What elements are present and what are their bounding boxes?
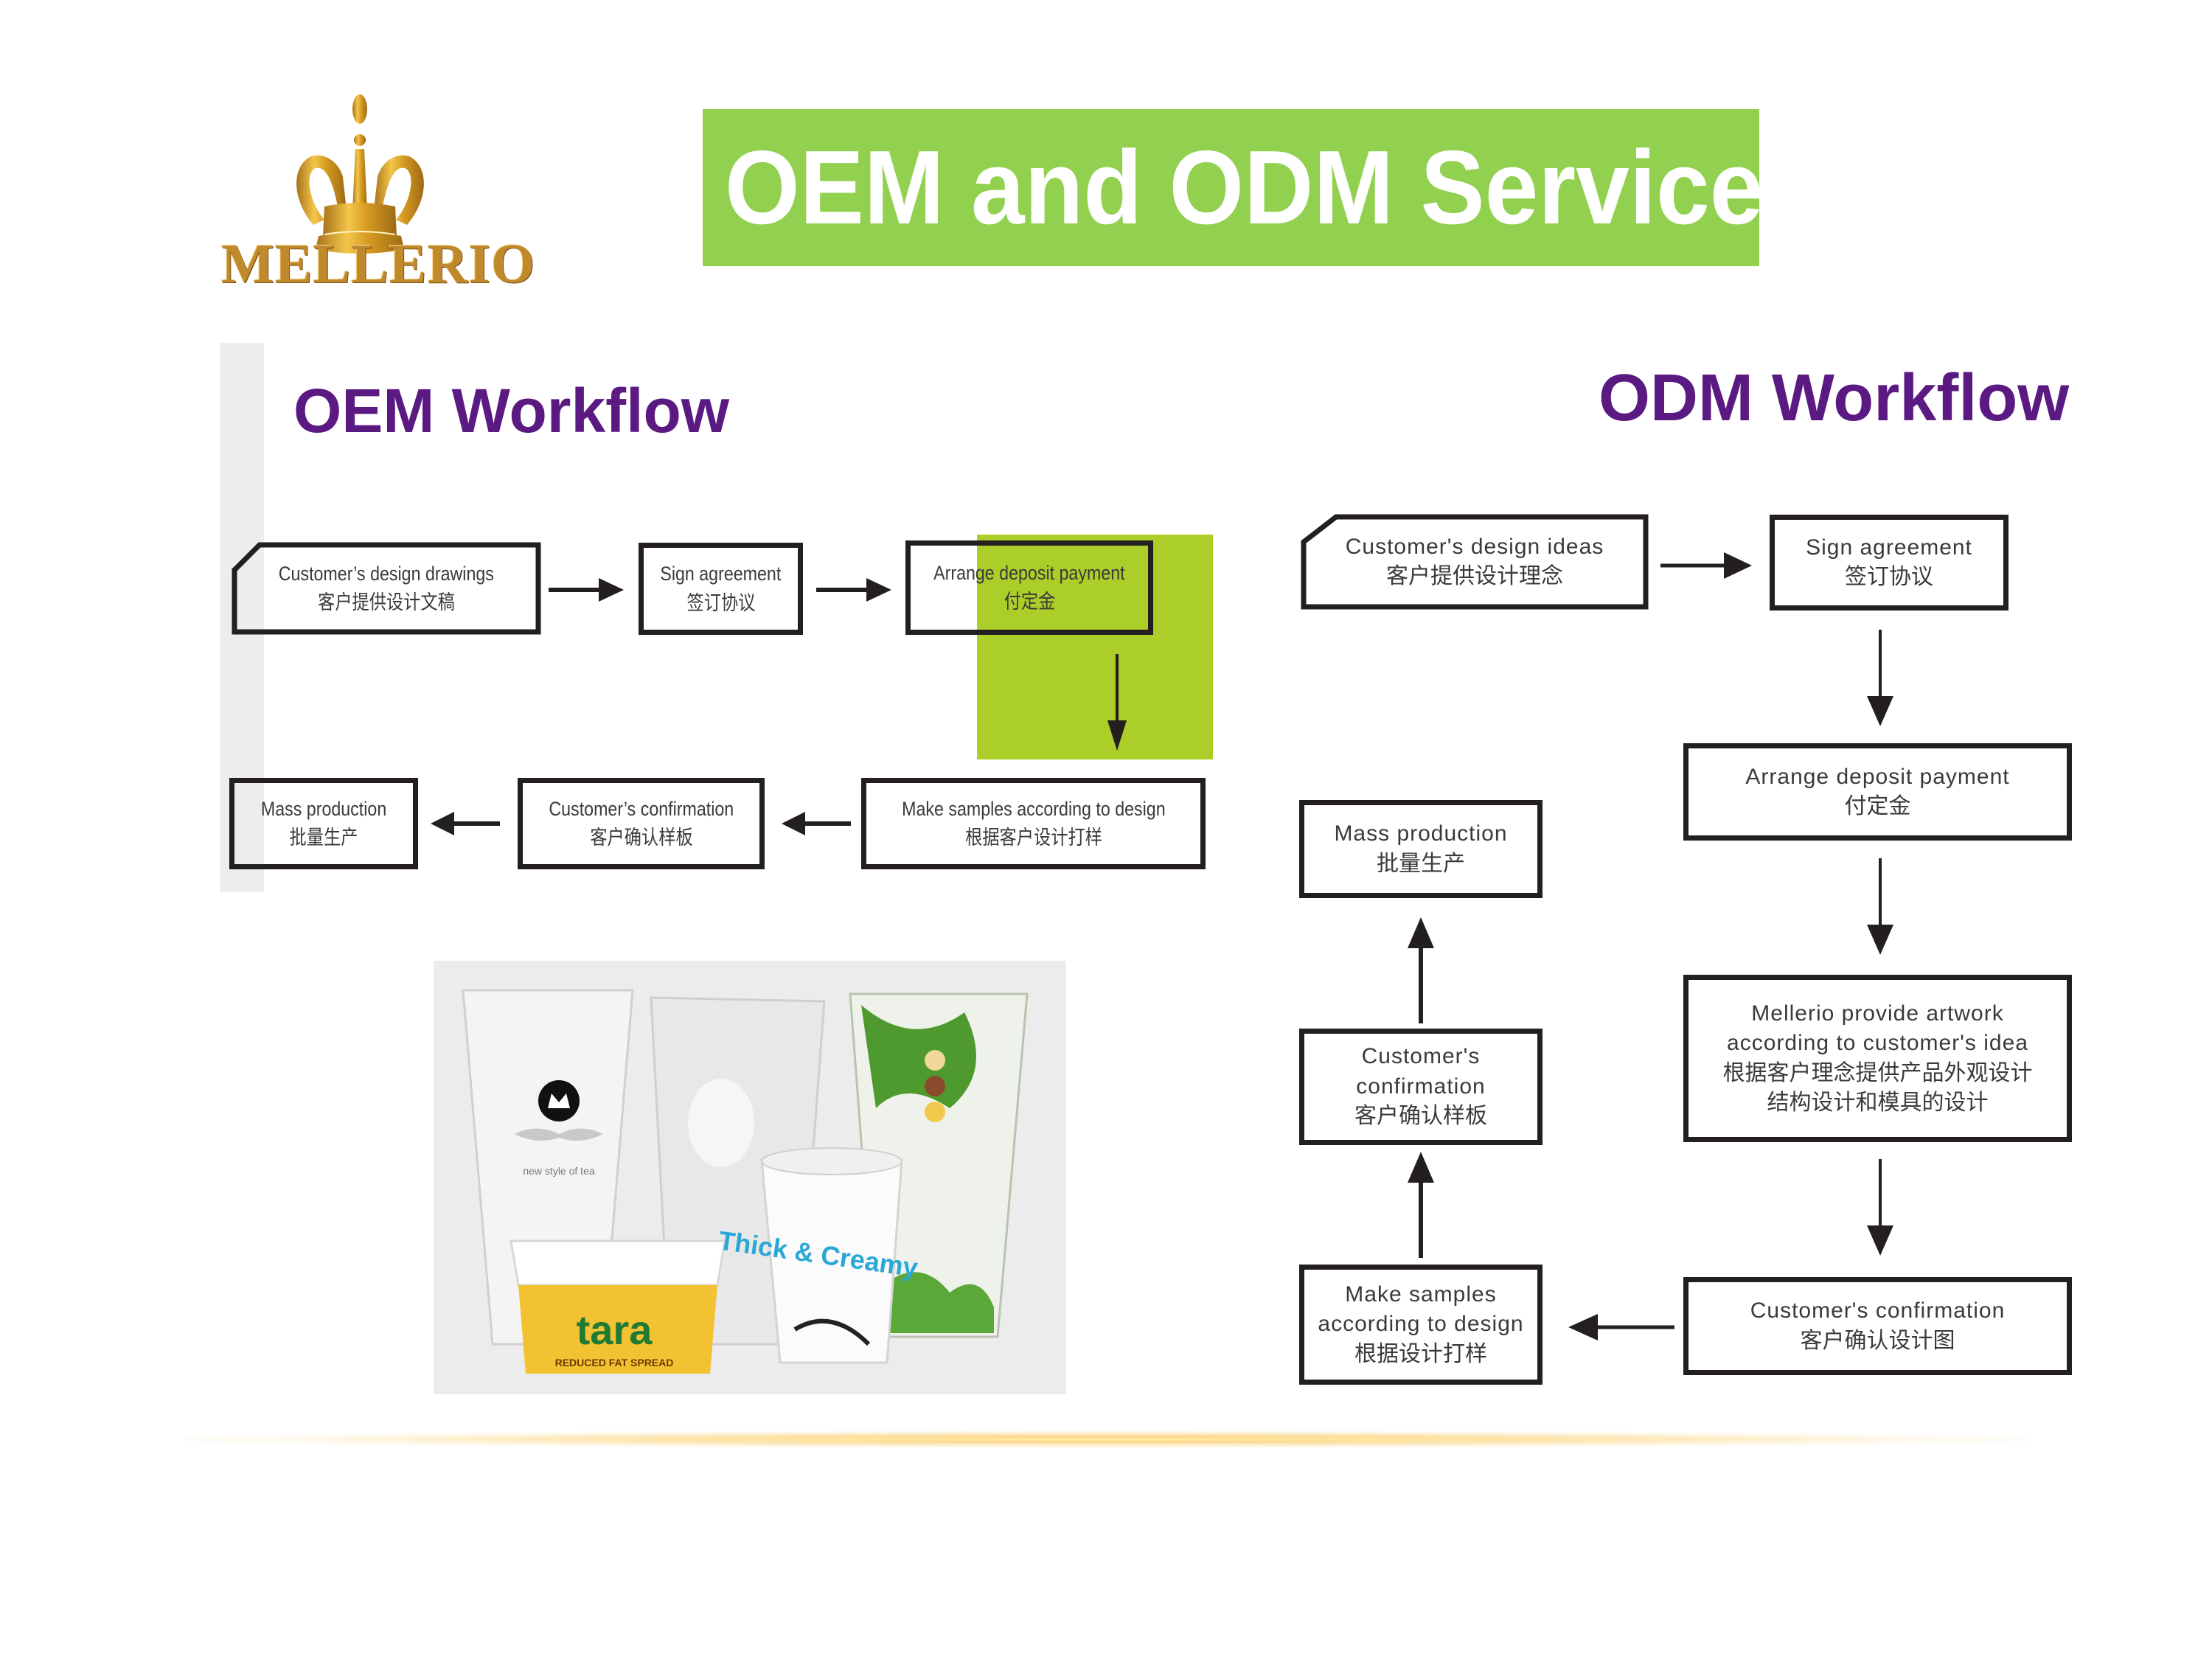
- step-label-zh-line1: 根据客户理念提供产品外观设计: [1722, 1060, 2033, 1085]
- step-label-en: Arrange deposit payment: [1745, 764, 2010, 789]
- step-label-zh: 客户提供设计文稿: [318, 591, 455, 613]
- oem-workflow-title: OEM Workflow: [293, 376, 730, 445]
- product-photo: new style of tea tara REDUCED FAT SPREAD…: [434, 961, 1066, 1394]
- step-label-en-line2: according to customer's idea: [1727, 1031, 2028, 1055]
- odm-step-mass-production: Mass production 批量生产: [1299, 800, 1543, 898]
- arrow-left-icon: [1568, 1314, 1674, 1340]
- brand-name: MELLERIO: [221, 233, 536, 295]
- oem-step-customer-design-drawings: Customer’s design drawings 客户提供设计文稿: [232, 542, 541, 635]
- step-label-en: Customer’s design drawings: [278, 562, 495, 585]
- product-illustration: new style of tea tara REDUCED FAT SPREAD…: [462, 989, 1029, 1374]
- odm-step-customer-confirmation-design: Customer's confirmation 客户确认设计图: [1683, 1277, 2072, 1375]
- oem-side-strip: [220, 343, 264, 892]
- step-label-zh: 客户确认样板: [589, 827, 693, 849]
- step-label-zh: 根据客户设计打样: [964, 827, 1102, 849]
- arrow-up-icon: [1408, 917, 1434, 1023]
- step-label-zh: 付定金: [1844, 794, 1911, 818]
- step-label-en: Mass production: [1334, 821, 1508, 846]
- arrow-left-icon: [782, 812, 851, 835]
- step-label-zh: 客户提供设计理念: [1386, 564, 1563, 588]
- step-label-zh: 客户确认设计图: [1800, 1328, 1955, 1353]
- arrow-right-icon: [549, 578, 624, 602]
- crown-icon: [296, 94, 424, 254]
- step-label-en: Mass production: [260, 797, 387, 820]
- arrow-left-icon: [431, 812, 500, 835]
- oem-step-customer-confirmation: Customer’s confirmation 客户确认样板: [518, 778, 765, 869]
- step-label-zh: 签订协议: [1845, 565, 1933, 589]
- step-label-en: Make samples according to design: [901, 797, 1166, 820]
- step-label-en: Sign agreement: [1806, 535, 1972, 560]
- arrow-down-icon: [1867, 630, 1893, 726]
- odm-step-customer-confirmation-samples: Customer's confirmation 客户确认样板: [1299, 1029, 1543, 1145]
- odm-step-sign-agreement: Sign agreement 签订协议: [1770, 515, 2008, 611]
- title-banner: OEM and ODM Service: [703, 109, 1763, 266]
- arrow-up-icon: [1408, 1152, 1434, 1258]
- arrow-right-icon: [1660, 552, 1752, 579]
- tub-subtitle: REDUCED FAT SPREAD: [555, 1357, 674, 1368]
- accent-block: [977, 535, 1213, 759]
- step-label-en: Sign agreement: [660, 563, 782, 585]
- step-label-en: Customer's confirmation: [1750, 1298, 2006, 1323]
- cup-text: new style of tea: [523, 1165, 594, 1177]
- odm-workflow-title: ODM Workflow: [1599, 361, 2070, 435]
- step-label-en: Customer's design ideas: [1345, 534, 1604, 559]
- step-label-en: Customer’s confirmation: [549, 797, 734, 820]
- odm-step-make-samples: Make samples according to design 根据设计打样: [1299, 1265, 1543, 1385]
- odm-step-provide-artwork: Mellerio provide artwork according to cu…: [1683, 975, 2072, 1142]
- oem-step-mass-production: Mass production 批量生产: [229, 778, 418, 869]
- step-label-zh: 客户确认样板: [1354, 1104, 1487, 1129]
- step-label-zh: 批量生产: [289, 827, 358, 849]
- oem-step-sign-agreement: Sign agreement 签订协议: [639, 543, 803, 635]
- oem-step-deposit-payment: Arrange deposit payment 付定金: [905, 540, 1153, 635]
- arrow-right-icon: [816, 578, 891, 602]
- odm-step-customer-design-ideas: Customer's design ideas 客户提供设计理念: [1301, 514, 1649, 610]
- step-frame: [1301, 514, 1649, 610]
- step-label-en-line2: according to design: [1318, 1312, 1524, 1337]
- step-label-en-line2: confirmation: [1356, 1074, 1486, 1099]
- step-label-en-line1: Mellerio provide artwork: [1751, 1001, 2004, 1026]
- step-label-en-line1: Customer's: [1361, 1044, 1481, 1069]
- arrow-down-icon: [1867, 1159, 1893, 1256]
- page-title: OEM and ODM Service: [725, 128, 1764, 246]
- step-label-zh: 根据设计打样: [1354, 1341, 1487, 1366]
- oem-step-make-samples: Make samples according to design 根据客户设计打…: [861, 778, 1206, 869]
- step-label-zh: 批量生产: [1377, 851, 1465, 876]
- step-label-zh: 签订协议: [686, 591, 755, 614]
- step-label-en-line1: Make samples: [1345, 1281, 1497, 1307]
- step-label-zh: 付定金: [1004, 591, 1055, 613]
- tub-brand: tara: [577, 1307, 653, 1353]
- step-frame: [232, 542, 541, 635]
- step-label-en: Arrange deposit payment: [933, 561, 1125, 584]
- glow-divider-core: [332, 1438, 1880, 1441]
- arrow-down-icon: [1107, 654, 1127, 751]
- odm-step-deposit-payment: Arrange deposit payment 付定金: [1683, 743, 2072, 841]
- step-label-zh-line2: 结构设计和模具的设计: [1767, 1091, 1989, 1115]
- arrow-down-icon: [1867, 858, 1893, 955]
